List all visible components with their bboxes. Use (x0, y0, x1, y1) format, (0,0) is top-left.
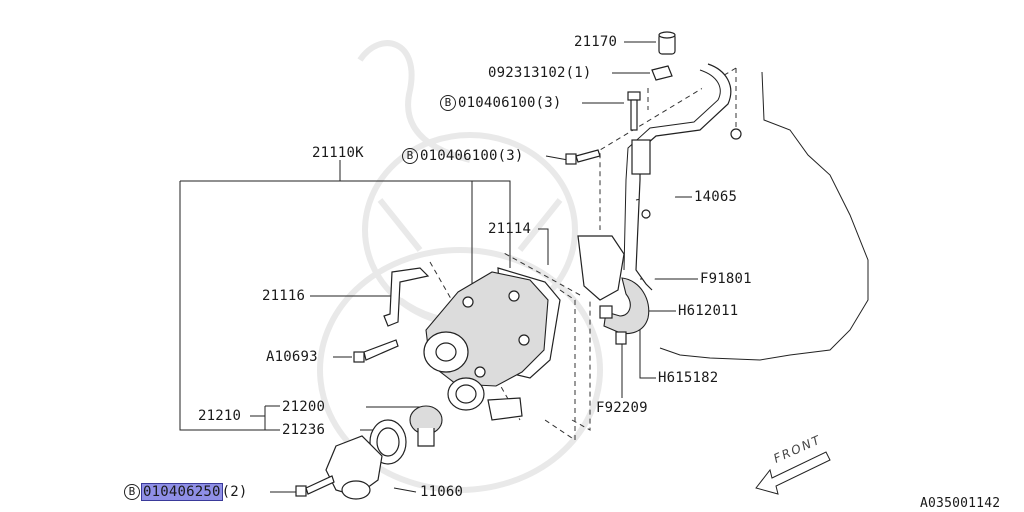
callout-21236[interactable]: 21236 (282, 422, 326, 438)
callout-21116[interactable]: 21116 (262, 288, 306, 304)
callout-21210[interactable]: 21210 (198, 408, 242, 424)
thermostat-part (409, 377, 523, 447)
clip-part (651, 65, 673, 81)
bolt-part (627, 91, 641, 131)
circled-b-icon: B (440, 95, 456, 111)
water-pump-part (423, 271, 549, 387)
callout-f92209[interactable]: F92209 (596, 400, 648, 416)
callout-h615182[interactable]: H615182 (658, 370, 719, 386)
callout-11060[interactable]: 11060 (420, 484, 464, 500)
pump-cover-gasket (577, 235, 625, 301)
bolt-part (565, 149, 601, 165)
cap-part (658, 31, 676, 55)
bracket-21110k (179, 160, 511, 431)
callout-14065[interactable]: 14065 (694, 189, 738, 205)
callout-21170[interactable]: 21170 (574, 34, 618, 50)
callout-a10693[interactable]: A10693 (266, 349, 318, 365)
diagram-id: A035001142 (920, 496, 1001, 511)
callout-092313102[interactable]: 092313102(1) (488, 65, 592, 81)
callout-21200[interactable]: 21200 (282, 399, 326, 415)
stay-part (383, 267, 430, 327)
coolant-pipe-part (623, 63, 742, 291)
callout-f91801[interactable]: F91801 (700, 271, 752, 287)
callout-21114[interactable]: 21114 (488, 221, 532, 237)
hose-part (599, 277, 650, 345)
callout-21110k[interactable]: 21110K (312, 145, 364, 161)
callout-h612011[interactable]: H612011 (678, 303, 739, 319)
highlighted-part-number: 010406250 (141, 483, 223, 501)
bracket-21210 (250, 405, 280, 431)
engine-block-outline (659, 71, 869, 361)
front-arrow-icon (755, 451, 831, 495)
bolt-part (295, 475, 335, 497)
circled-b-icon: B (402, 148, 418, 164)
bolt-part (353, 339, 399, 363)
circled-b-icon: B (124, 484, 140, 500)
thermostat-cover-part (325, 435, 383, 500)
